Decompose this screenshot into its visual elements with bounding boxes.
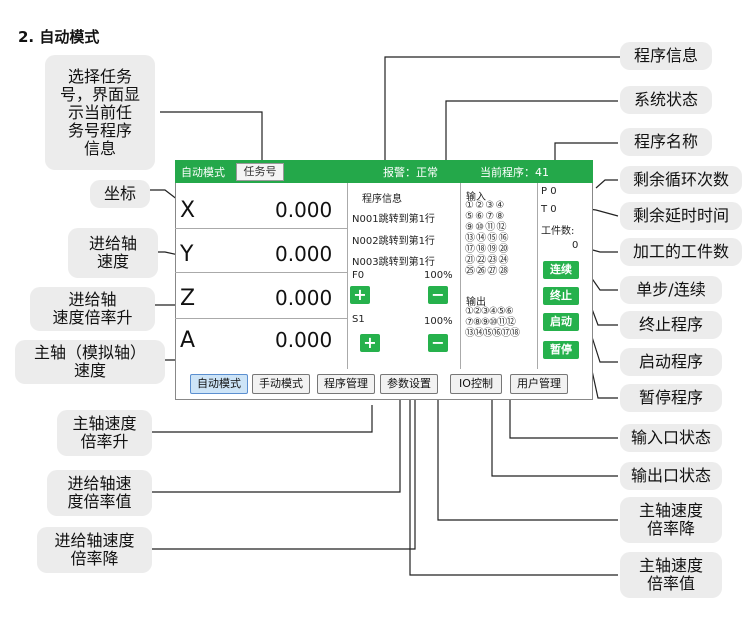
loops-remaining: P 0 [541,186,557,197]
axis-a-label: A [180,328,196,353]
divider [175,318,347,319]
callout-input-status: 输入口状态 [620,424,722,452]
callout-feed-rate-value: 进给轴速 度倍率值 [47,470,152,516]
feed-rate-percent: 100% [424,270,453,281]
alarm-status: 报警：正常 [383,166,438,179]
callout-system-status: 系统状态 [620,86,712,114]
nav-auto-mode[interactable]: 自动模式 [190,374,248,394]
divider [537,183,538,369]
callout-select-task: 选择任务 号，界面显 示当前任 务号程序 信息 [45,55,155,170]
callout-spindle-speed: 主轴（模拟轴） 速度 [15,340,165,384]
nav-io-control[interactable]: IO控制 [450,374,502,394]
axis-z-label: Z [180,286,196,311]
callout-delay-left: 剩余延时时间 [620,202,742,230]
callout-workpieces: 加工的工件数 [620,238,742,266]
current-program: 当前程序：41 [480,166,549,179]
axis-x-label: X [180,198,196,223]
callout-step-cont: 单步/连续 [620,276,722,304]
callout-stop-program: 终止程序 [620,311,722,339]
callout-pause-program: 暂停程序 [620,384,722,412]
inputs-title: 输入 [466,192,486,203]
program-line: N001跳转到第1行 [352,214,435,225]
axis-z-value: 0.000 [275,286,333,310]
callout-loops-left: 剩余循环次数 [620,166,742,194]
callout-feed-rate-up: 进给轴 速度倍率升 [30,287,155,331]
nav-user-manage[interactable]: 用户管理 [510,374,568,394]
spindle-rate-percent: 100% [424,316,453,327]
continuous-button[interactable]: 连续 [543,261,579,279]
task-number-button[interactable]: 任务号 [236,163,284,181]
nav-parameter-settings[interactable]: 参数设置 [380,374,438,394]
feed-rate-up-button[interactable]: + [350,286,370,304]
program-info-title: 程序信息 [362,194,402,205]
divider [460,183,461,369]
spindle-rate-up-button[interactable]: + [360,334,380,352]
axis-a-value: 0.000 [275,328,333,352]
axis-y-label: Y [180,242,194,267]
callout-spindle-rate-down: 主轴速度 倍率降 [620,497,722,543]
feed-rate-down-button[interactable]: − [428,286,448,304]
callout-output-status: 输出口状态 [620,462,722,490]
axis-x-value: 0.000 [275,198,333,222]
callout-feed-speed: 进给轴 速度 [68,228,158,278]
program-line: N003跳转到第1行 [352,257,435,268]
pause-button[interactable]: 暂停 [543,341,579,359]
delay-remaining: T 0 [541,204,557,215]
program-line: N002跳转到第1行 [352,236,435,247]
stop-button[interactable]: 终止 [543,287,579,305]
callout-program-info: 程序信息 [620,42,712,70]
callout-coords: 坐标 [90,180,150,208]
section-title: 2. 自动模式 [18,28,100,46]
workpiece-label: 工件数: [541,226,575,237]
mode-label: 自动模式 [181,166,225,179]
output-status-grid: ①②③④⑤⑥ ⑦⑧⑨⑩⑪⑫ ⑬⑭⑮⑯⑰⑱ [465,306,520,339]
callout-spindle-rate-up: 主轴速度 倍率升 [57,410,152,456]
spindle-value: S1 [352,314,365,325]
nav-program-manage[interactable]: 程序管理 [317,374,375,394]
divider [175,228,347,229]
axis-y-value: 0.000 [275,242,333,266]
callout-start-program: 启动程序 [620,348,722,376]
callout-feed-rate-down: 进给轴速度 倍率降 [37,527,152,573]
divider [347,183,348,369]
spindle-rate-down-button[interactable]: − [428,334,448,352]
divider [175,272,347,273]
hmi-screen [175,160,593,400]
callout-spindle-rate-value: 主轴速度 倍率值 [620,552,722,598]
callout-program-name: 程序名称 [620,128,712,156]
outputs-title: 输出 [466,297,486,308]
feed-value: F0 [352,270,365,281]
start-button[interactable]: 启动 [543,313,579,331]
workpiece-count: 0 [572,240,579,251]
input-status-grid: ① ② ③ ④ ⑤ ⑥ ⑦ ⑧ ⑨ ⑩ ⑪ ⑫ ⑬ ⑭ ⑮ ⑯ ⑰ ⑱ ⑲ ⑳ … [465,200,509,277]
nav-manual-mode[interactable]: 手动模式 [252,374,310,394]
